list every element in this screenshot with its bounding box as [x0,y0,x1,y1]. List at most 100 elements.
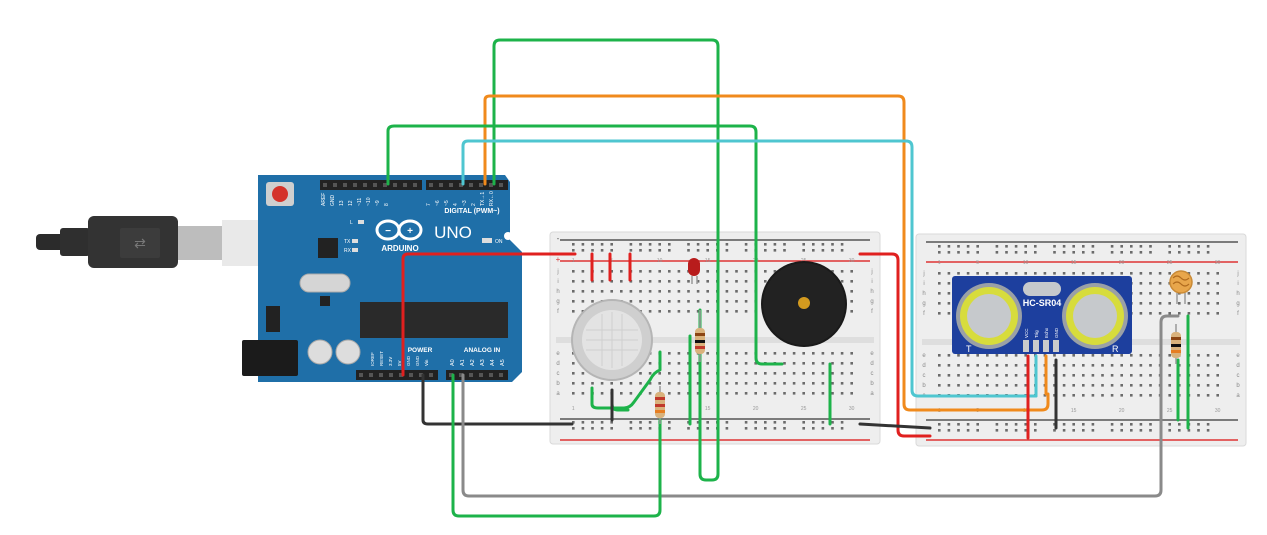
column-number: 25 [1167,260,1173,266]
pin-label: 4 [453,203,459,206]
ultrasonic-pin-label: VCC [1024,328,1029,338]
row-letter: e [922,353,926,359]
column-number: 1 [938,260,941,266]
row-letter: g [870,299,873,305]
power-pin-label: RESET [379,351,384,366]
row-letter: a [1236,393,1240,399]
digital-header-right[interactable] [426,180,508,190]
pin-label: 8 [384,203,390,206]
pin-label: ~9 [375,200,381,206]
analog-pin-label: A0 [450,359,456,366]
column-number: 15 [705,406,711,412]
piezo-buzzer[interactable] [761,261,847,347]
column-number: 15 [1071,408,1077,414]
analog-in-label: ANALOG IN [464,347,501,354]
row-letter: c [557,371,560,377]
row-letter: g [1236,301,1239,307]
arduino-board[interactable]: − + ARDUINO UNO DIGITAL (PWM~) L TX RX O… [242,175,522,382]
analog-pin-label: A5 [500,359,506,366]
pin-label: 7 [426,203,432,206]
power-header[interactable] [356,370,438,380]
pin-label: ~10 [366,197,372,206]
wire-red-5v[interactable] [401,252,577,377]
wire-cyan[interactable] [461,139,1038,398]
row-letter: i [557,279,558,285]
red-led[interactable] [688,258,700,284]
wire-green-sensor[interactable] [590,350,662,410]
led-label-l: L [350,220,353,226]
svg-text:+: + [407,226,413,237]
column-number: 20 [1119,408,1125,414]
wire-orange[interactable] [483,94,1050,412]
wire-black-gnd[interactable] [421,373,574,426]
column-number: 30 [849,258,855,264]
power-pin-label: IOREF [370,352,375,366]
wire-green-buzzer[interactable] [386,124,784,366]
digital-header-left[interactable] [320,180,422,190]
ultrasonic-pin-label: Echo [1044,327,1049,338]
power-pin-label: Vin [424,359,429,366]
column-number: 20 [1119,260,1125,266]
row-letter: h [922,291,925,297]
row-letter: f [557,309,559,315]
wire-green-top[interactable] [492,38,720,482]
row-letter: f [871,309,873,315]
row-letter: j [922,271,924,277]
row-letter: b [1236,383,1240,389]
wire-green-a0[interactable] [451,373,662,518]
led-label-rx: RX [344,248,352,254]
row-letter: d [922,363,925,369]
row-letter: a [556,391,560,397]
column-number: 5 [610,258,613,264]
row-letter: d [556,361,559,367]
column-number: 30 [1215,260,1221,266]
row-letter: j [1236,271,1238,277]
analog-header[interactable] [446,370,508,380]
pin-label: 12 [348,200,354,206]
resistor-led[interactable] [695,310,705,362]
row-letter: c [1237,373,1240,379]
column-number: 25 [1167,408,1173,414]
row-letter: e [870,351,874,357]
power-pin-label: GND [415,355,420,366]
digital-header-label: DIGITAL (PWM~) [444,208,499,215]
row-letter: e [1236,353,1240,359]
resistor-ldr[interactable] [1171,324,1181,364]
gas-sensor[interactable] [571,299,653,381]
row-letter: i [871,279,872,285]
row-letter: c [871,371,874,377]
wire-black-rail[interactable] [858,422,932,430]
pin-label: AREF [321,193,327,206]
column-number: 5 [976,260,979,266]
pin-label: 2 [471,203,477,206]
pin-label: RX←0 [489,191,495,206]
svg-text:⇄: ⇄ [134,235,146,251]
wire-gray-a1[interactable] [461,314,1180,498]
column-number: 10 [657,258,663,264]
column-number: 1 [572,258,575,264]
pin-label: 13 [339,200,345,206]
column-number: 25 [801,406,807,412]
power-label: POWER [408,347,433,354]
resistor-sensor[interactable] [655,386,665,424]
power-pin-label: 3.3V [388,357,393,366]
row-letter: h [556,289,559,295]
model-label: UNO [434,223,472,242]
column-number: 1 [572,406,575,412]
row-letter: d [870,361,873,367]
photoresistor[interactable] [1169,270,1193,304]
power-pin-label: GND [406,355,411,366]
column-number: 10 [1023,260,1029,266]
column-number: 25 [801,258,807,264]
row-letter: h [1236,291,1239,297]
usb-icon [120,228,160,258]
wires [386,38,1180,518]
row-letter: f [1237,311,1239,317]
row-letter: f [923,311,925,317]
ultrasonic-model-label: HC-SR04 [1023,298,1062,308]
wire-red-rail[interactable] [858,252,932,438]
pin-label: ~6 [435,200,441,206]
row-letter: j [556,269,558,275]
